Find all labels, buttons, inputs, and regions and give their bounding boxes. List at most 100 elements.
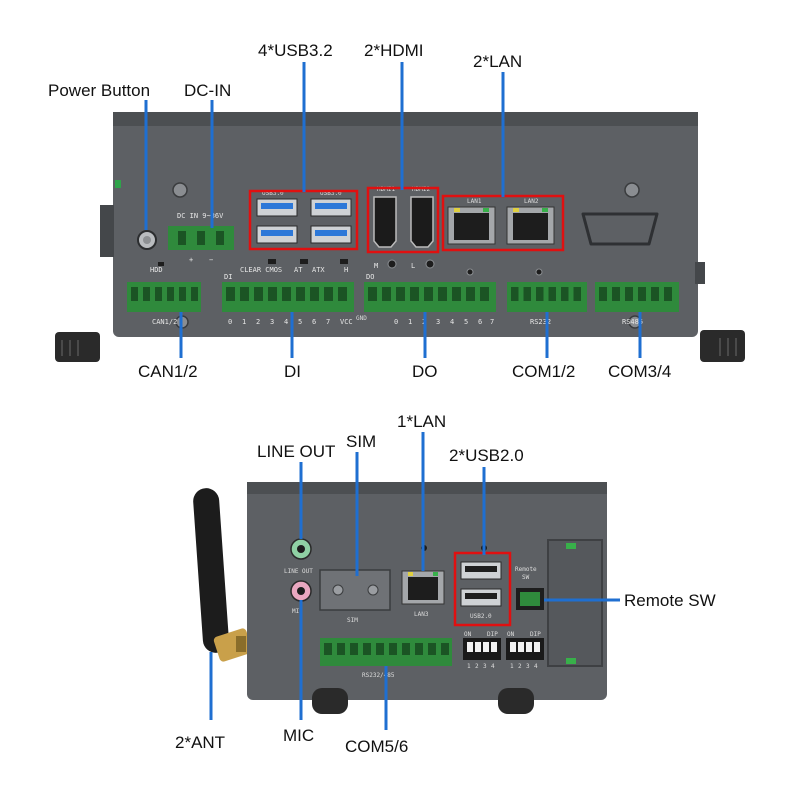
rs485-silk: RS485 (622, 318, 643, 326)
terminal-pin-slot (254, 287, 263, 301)
svg-text:0: 0 (228, 318, 232, 326)
sim-silk: SIM (347, 617, 358, 624)
l-label: L (411, 262, 415, 270)
callout-mic: MIC (283, 726, 314, 745)
sim-cover[interactable] (319, 569, 391, 611)
callout-can: CAN1/2 (138, 362, 198, 381)
terminal-pin-slot (167, 287, 174, 301)
terminal-pin-slot (382, 287, 391, 301)
svg-text:5: 5 (464, 318, 468, 326)
mic-jack[interactable] (290, 580, 312, 602)
terminal-pin-slot (296, 287, 305, 301)
dip-silk: ON DIP ON DIP 1 2 3 4 1 2 3 4 (464, 631, 541, 670)
terminal-pin-slot (396, 287, 405, 301)
bottom-leader-lines (209, 432, 620, 730)
terminal-pin-slot (415, 643, 423, 655)
usb3-silk-a: USB3.0 (262, 190, 284, 197)
remote-silk: Remote (515, 566, 537, 573)
lan3-silk: LAN3 (414, 611, 429, 618)
callout-line-out: LINE OUT (257, 442, 335, 461)
terminal-pin-slot (651, 287, 659, 301)
line-out-jack[interactable] (290, 538, 312, 560)
terminal-pin-slot (561, 287, 569, 301)
lan2-silk: LAN2 (524, 198, 539, 205)
callout-sim: SIM (346, 432, 376, 451)
svg-text:DIP: DIP (487, 631, 498, 638)
terminal-pin-slot (452, 287, 461, 301)
usb32-ports[interactable] (256, 198, 352, 244)
dip-switch-1[interactable] (463, 638, 501, 660)
can12-silk: CAN1/2 (152, 318, 177, 326)
terminal-pin-slot (438, 287, 447, 301)
gnd-silk: GND (356, 315, 367, 322)
terminal-pin-slot (179, 287, 186, 301)
antenna[interactable] (192, 487, 253, 662)
clear-cmos-label: CLEAR CMOS (240, 266, 282, 274)
lan-ports[interactable] (447, 206, 555, 245)
vcc-silk: VCC (340, 318, 353, 326)
callout-dc-in: DC-IN (184, 81, 231, 100)
svg-text:ON: ON (507, 631, 515, 638)
do-silk: DO (366, 273, 374, 281)
hdd-label: HDD (150, 266, 163, 274)
terminal-pins (131, 287, 672, 301)
hdmi1-silk: HDMI1 (377, 186, 395, 193)
top-leader-lines (144, 62, 642, 358)
callout-remote-sw: Remote SW (624, 591, 716, 610)
mic-silk: MIC (292, 608, 303, 615)
terminal-pin-slot (480, 287, 489, 301)
terminal-pin-slot (368, 287, 377, 301)
terminal-pin-slot (428, 643, 436, 655)
terminal-pin-slot (310, 287, 319, 301)
terminal-pin-slot (548, 287, 556, 301)
power-button[interactable] (137, 230, 157, 250)
svg-text:2: 2 (518, 663, 522, 670)
callout-com34: COM3/4 (608, 362, 671, 381)
lan3-port[interactable] (401, 570, 445, 605)
dc-in-silk: DC IN 9~36V (177, 212, 224, 220)
atx-label: ATX (312, 266, 325, 274)
svg-text:6: 6 (312, 318, 316, 326)
terminal-pin-slot (410, 287, 419, 301)
terminal-pin-slot (612, 287, 620, 301)
callout-usb20: 2*USB2.0 (449, 446, 524, 465)
terminal-pin-slot (226, 287, 235, 301)
di-silk: DI (224, 273, 232, 281)
terminal-pin-slot (441, 643, 449, 655)
terminal-pin-slot (573, 287, 581, 301)
dc-in-connector[interactable] (168, 226, 234, 250)
dip-switch-2[interactable] (506, 638, 544, 660)
usb20-ports[interactable] (460, 561, 502, 607)
terminal-pin-slot (402, 643, 410, 655)
h-label: H (344, 266, 348, 274)
lan1-silk: LAN1 (467, 198, 482, 205)
svg-text:3: 3 (483, 663, 487, 670)
line-out-silk: LINE OUT (284, 568, 313, 575)
rs232-485-silk: RS232/485 (362, 672, 395, 679)
svg-text:4: 4 (534, 663, 538, 670)
callout-2lan: 2*LAN (473, 52, 522, 71)
terminal-pin-slot (268, 287, 277, 301)
svg-text:DIP: DIP (530, 631, 541, 638)
hdmi-ports[interactable] (373, 196, 434, 248)
top-chassis (113, 112, 698, 337)
hdmi2-silk: HDMI2 (412, 186, 430, 193)
callout-com12: COM1/2 (512, 362, 575, 381)
svg-text:7: 7 (490, 318, 494, 326)
terminal-pin-slot (191, 287, 198, 301)
di-pin-numbers: 0 1 2 3 4 5 6 7 (228, 318, 330, 326)
svg-text:3: 3 (270, 318, 274, 326)
rs232-silk: RS232 (530, 318, 551, 326)
terminal-pin-slot (389, 643, 397, 655)
svg-text:4: 4 (284, 318, 288, 326)
svg-text:4: 4 (450, 318, 454, 326)
can-terminal[interactable] (127, 282, 201, 312)
terminal-pin-slot (337, 643, 345, 655)
usb3-silk-b: USB3.0 (320, 190, 342, 197)
db9-cover (581, 212, 659, 246)
terminal-pin-slot (324, 643, 332, 655)
terminal-pin-slot (466, 287, 475, 301)
terminal-pin-slot (131, 287, 138, 301)
remote-sw-connector[interactable] (516, 588, 544, 610)
